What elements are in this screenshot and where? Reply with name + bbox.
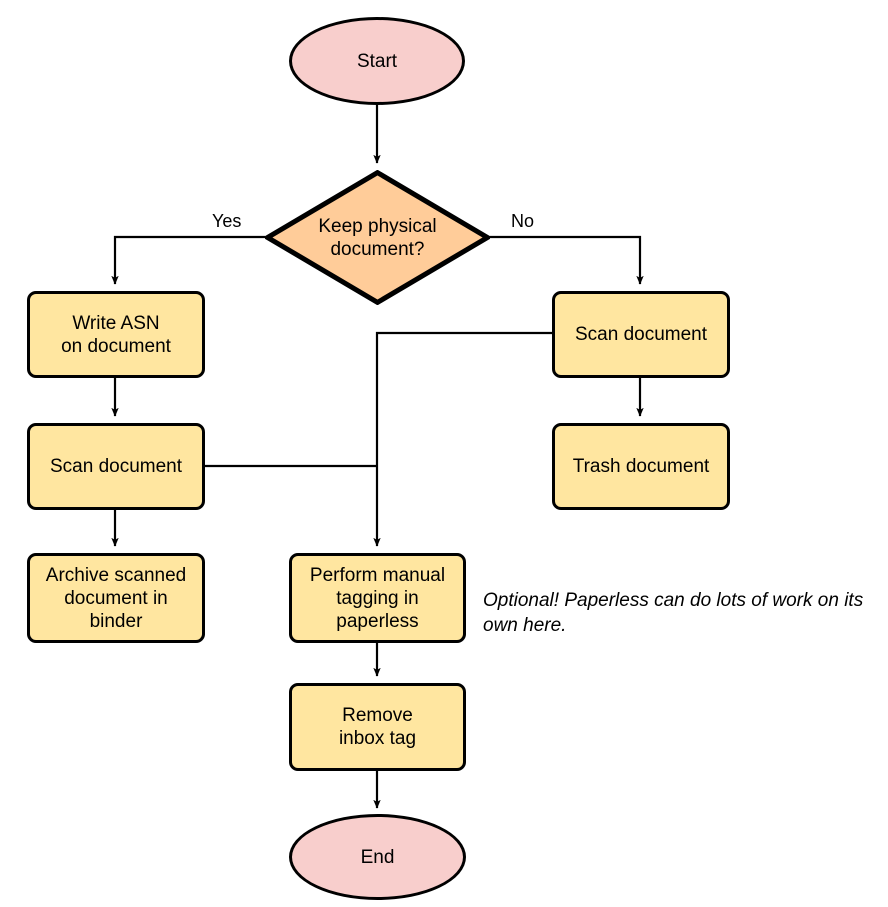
node-scan-document-right-label: Scan document bbox=[574, 324, 708, 345]
node-scan-document-left[interactable]: Scan document bbox=[27, 423, 205, 510]
node-scan-document-left-label: Scan document bbox=[49, 456, 183, 477]
node-perform-manual-tagging[interactable]: Perform manual tagging in paperless bbox=[289, 553, 466, 643]
node-keep-physical-document-decision[interactable]: Keep physical document? bbox=[265, 170, 490, 305]
node-perform-manual-tagging-label: Perform manual tagging in paperless bbox=[309, 564, 446, 632]
node-end-label: End bbox=[360, 846, 395, 868]
node-remove-inbox-tag[interactable]: Remove inbox tag bbox=[289, 683, 466, 771]
node-keep-physical-document-label: Keep physical document? bbox=[318, 215, 437, 260]
edge-label-no: No bbox=[508, 211, 538, 231]
annotation-optional-note: Optional! Paperless can do lots of work … bbox=[483, 590, 864, 636]
node-archive-scanned-document-label: Archive scanned document in binder bbox=[45, 564, 187, 632]
node-start-label: Start bbox=[356, 50, 398, 72]
edge-decision-no-to-scan-right bbox=[490, 235, 644, 285]
edge-decision-yes-to-write-asn bbox=[111, 235, 265, 285]
node-scan-document-right[interactable]: Scan document bbox=[552, 291, 730, 378]
edge-label-yes: Yes bbox=[209, 211, 245, 231]
node-write-asn-on-document-label: Write ASN on document bbox=[61, 312, 171, 357]
node-remove-inbox-tag-label: Remove inbox tag bbox=[338, 705, 417, 749]
node-end[interactable]: End bbox=[289, 814, 466, 900]
node-trash-document[interactable]: Trash document bbox=[552, 423, 730, 510]
node-archive-scanned-document[interactable]: Archive scanned document in binder bbox=[27, 553, 205, 643]
diamond-shape bbox=[265, 170, 490, 305]
node-write-asn-on-document[interactable]: Write ASN on document bbox=[27, 291, 205, 378]
node-trash-document-label: Trash document bbox=[572, 456, 710, 477]
node-start[interactable]: Start bbox=[289, 17, 465, 105]
edge-scan-right-to-tagging bbox=[373, 331, 552, 547]
